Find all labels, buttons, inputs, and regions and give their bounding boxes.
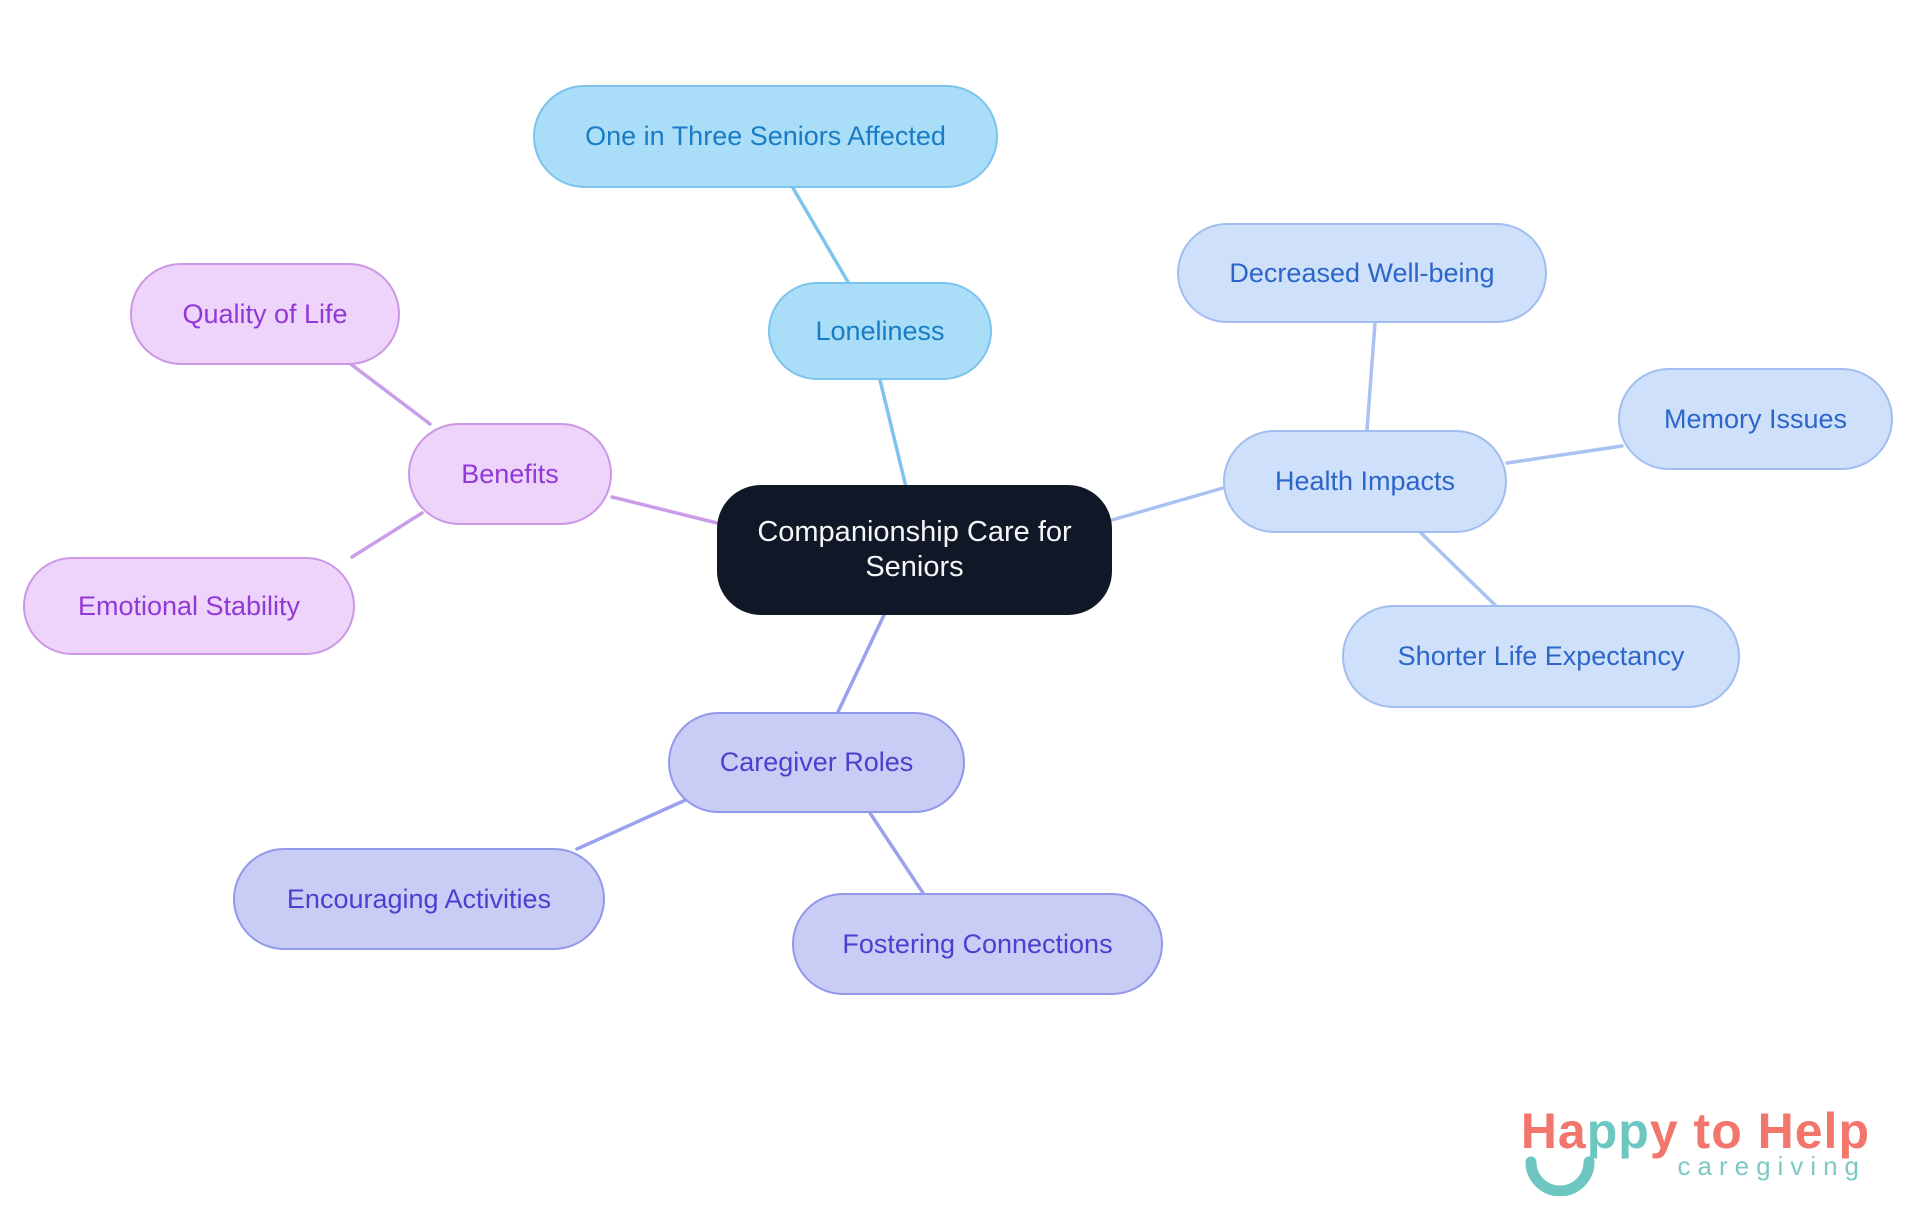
node-health-impacts-label: Health Impacts bbox=[1274, 466, 1456, 497]
happy-to-help-logo: Happy to Help caregiving bbox=[1425, 1104, 1870, 1196]
node-fostering-connections[interactable]: Fostering Connections bbox=[792, 893, 1163, 995]
node-caregiver-roles[interactable]: Caregiver Roles bbox=[668, 712, 965, 813]
node-memory-issues[interactable]: Memory Issues bbox=[1618, 368, 1893, 470]
logo-part-pp: pp bbox=[1586, 1103, 1650, 1159]
node-benefits-label: Benefits bbox=[461, 458, 559, 489]
node-emotional-stability[interactable]: Emotional Stability bbox=[23, 557, 355, 655]
edge-decreased-health bbox=[1365, 321, 1377, 432]
node-health-impacts[interactable]: Health Impacts bbox=[1223, 430, 1507, 533]
logo-part-to: to bbox=[1678, 1103, 1758, 1159]
edge-center-health bbox=[1110, 486, 1225, 522]
edge-loneliness-center bbox=[878, 378, 908, 489]
node-shorter-life-expectancy[interactable]: Shorter Life Expectancy bbox=[1342, 605, 1740, 708]
node-quality-of-life-label: Quality of Life bbox=[182, 298, 348, 329]
node-quality-of-life[interactable]: Quality of Life bbox=[130, 263, 400, 365]
node-caregiver-roles-label: Caregiver Roles bbox=[719, 747, 914, 778]
edge-center-caregiver bbox=[836, 613, 886, 714]
node-fostering-connections-label: Fostering Connections bbox=[842, 928, 1113, 959]
logo-part-ha: Ha bbox=[1520, 1103, 1587, 1159]
edge-health-shorter bbox=[1416, 528, 1497, 607]
node-shorter-life-expectancy-label: Shorter Life Expectancy bbox=[1397, 641, 1685, 672]
node-loneliness-label: Loneliness bbox=[815, 315, 945, 346]
node-memory-issues-label: Memory Issues bbox=[1663, 403, 1848, 434]
edge-benefits-center bbox=[610, 495, 719, 525]
logo-wordmark: Happy to Help bbox=[1425, 1104, 1870, 1159]
logo-part-help: Help bbox=[1757, 1103, 1870, 1159]
logo-smile-icon bbox=[1525, 1156, 1595, 1196]
node-loneliness[interactable]: Loneliness bbox=[768, 282, 992, 380]
node-decreased-well-being-label: Decreased Well-being bbox=[1229, 257, 1495, 288]
node-emotional-stability-label: Emotional Stability bbox=[77, 590, 301, 621]
node-encouraging-activities-label: Encouraging Activities bbox=[286, 883, 552, 914]
node-center-companionship-care[interactable]: Companionship Care for Seniors bbox=[717, 485, 1112, 615]
edge-caregiver-encouraging bbox=[575, 796, 692, 851]
node-one-in-three-label: One in Three Seniors Affected bbox=[585, 121, 946, 152]
node-encouraging-activities[interactable]: Encouraging Activities bbox=[233, 848, 605, 950]
edge-health-memory bbox=[1505, 444, 1624, 465]
edge-quality-benefits bbox=[346, 360, 432, 426]
edge-emotional-benefits bbox=[350, 511, 424, 559]
node-decreased-well-being[interactable]: Decreased Well-being bbox=[1177, 223, 1547, 323]
logo-subtitle: caregiving bbox=[1677, 1151, 1866, 1181]
logo-part-y: y bbox=[1649, 1103, 1679, 1159]
edge-caregiver-fostering bbox=[868, 811, 925, 895]
node-center-label: Companionship Care for Seniors bbox=[757, 515, 1072, 583]
edge-one-in-three-loneliness bbox=[791, 186, 850, 284]
node-benefits[interactable]: Benefits bbox=[408, 423, 612, 525]
node-one-in-three-seniors-affected[interactable]: One in Three Seniors Affected bbox=[533, 85, 998, 188]
